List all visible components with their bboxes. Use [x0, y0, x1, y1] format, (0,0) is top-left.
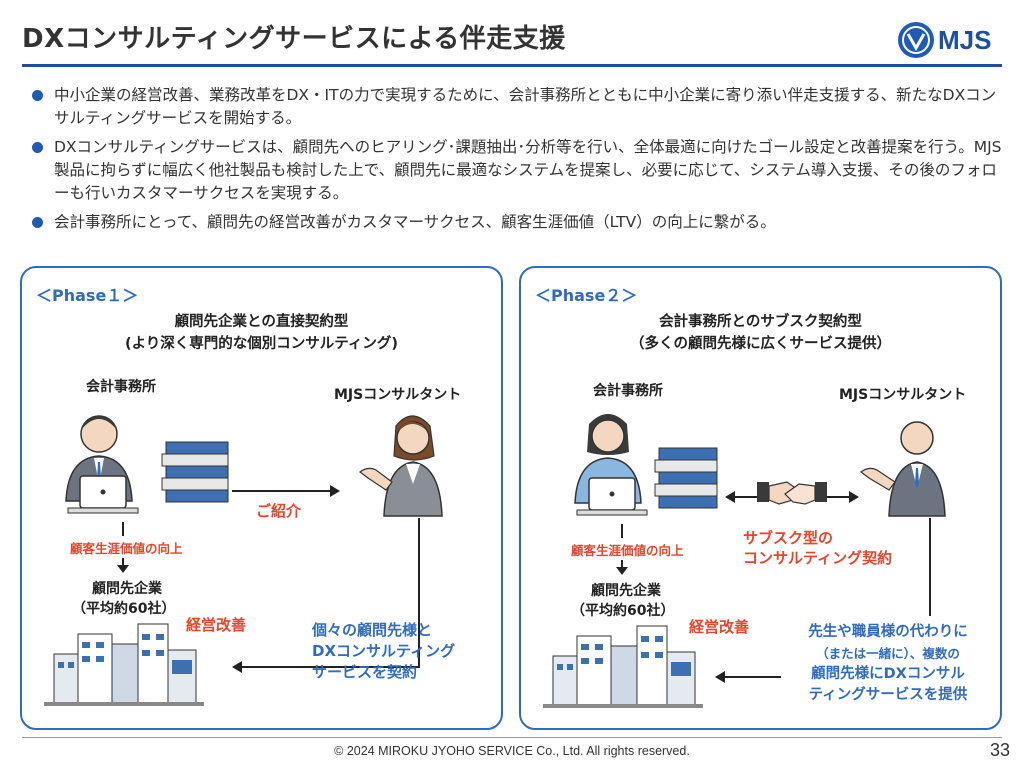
phase2-service-line4: ティングサービスを提供 — [808, 687, 968, 703]
mjs-logo-icon — [898, 22, 934, 58]
bullet-dot-icon — [32, 217, 43, 228]
bullet-text: 中小企業の経営改善、業務改革をDX・ITの力で実現するために、会計事務所とともに… — [54, 86, 997, 127]
client-buildings-icon — [44, 623, 204, 706]
bullet-item: DXコンサルティングサービスは、顧問先へのヒアリング･課題抽出･分析等を行い、全… — [30, 136, 1005, 205]
phase2-subscription-text: サブスク型の コンサルティング契約 — [743, 528, 892, 568]
page-title: DXコンサルティングサービスによる伴走支援 — [22, 24, 566, 54]
down-arrow-icon — [117, 558, 129, 573]
bullet-dot-icon — [32, 90, 43, 101]
phase2-service-arrow — [715, 671, 781, 683]
phase1-panel: ＜Phase１＞ 顧問先企業との直接契約型 (より深く専門的な個別コンサルティン… — [20, 266, 503, 730]
handshake-right-arrow — [827, 491, 859, 503]
phase1-accounting-firm-label: 会計事務所 — [86, 379, 156, 395]
phase2-service-line3: 顧問先様にDXコンサル — [811, 666, 965, 682]
phase2-improvement-text: 経営改善 — [689, 618, 750, 636]
bullet-item: 会計事務所にとって、顧問先の経営改善がカスタマーサクセス、顧客生涯価値（LTV）… — [30, 211, 1005, 234]
phase2-service-text: 先生や職員様の代わりに （または一緒に）、複数の 顧問先様にDXコンサル ティン… — [783, 622, 993, 706]
phase1-client-label: 顧問先企業 — [92, 581, 162, 597]
phase2-label: ＜Phase２＞ — [535, 286, 638, 305]
logo-text: MJS — [938, 24, 992, 55]
phase2-subscription-line1: サブスク型の — [743, 529, 834, 547]
bullet-text: 会計事務所にとって、顧問先の経営改善がカスタマーサクセス、顧客生涯価値（LTV）… — [54, 213, 776, 231]
phase2-client-avg: （平均約60社） — [571, 603, 675, 619]
phase1-intro-text: ご紹介 — [256, 502, 302, 520]
phase1-contract-arrow — [232, 661, 420, 673]
footer-copyright: © 2024 MIROKU JYOHO SERVICE Co., Ltd. Al… — [334, 744, 690, 758]
bullet-text: DXコンサルティングサービスは、顧問先へのヒアリング･課題抽出･分析等を行い、全… — [54, 138, 1002, 202]
phase2-title: 会計事務所とのサブスク契約型 — [659, 314, 862, 330]
phase1-contract-line1: 個々の顧問先様と — [312, 621, 433, 639]
phase2-service-line1: 先生や職員様の代わりに — [808, 624, 968, 640]
phase1-improvement-text: 経営改善 — [186, 616, 247, 634]
phase1-intro-arrow — [232, 485, 340, 497]
footer-divider — [22, 737, 1002, 738]
phase2-panel: ＜Phase２＞ 会計事務所とのサブスク契約型 （多くの顧問先様に広くサービス提… — [519, 266, 1002, 730]
phase2-ltv-text: 顧客生涯価値の向上 — [571, 543, 684, 558]
bullet-dot-icon — [32, 142, 43, 153]
down-arrow-icon — [616, 560, 628, 575]
accountant-at-laptop-icon — [65, 415, 229, 514]
handshake-left-arrow — [725, 491, 757, 503]
phase1-contract-text: 個々の顧問先様と DXコンサルティング サービスを契約 — [312, 620, 455, 683]
phase1-contract-line3: サービスを契約 — [312, 663, 418, 681]
phase1-title: 顧問先企業との直接契約型 — [174, 314, 349, 330]
phase1-consultant-label: MJSコンサルタント — [334, 387, 462, 403]
bullet-item: 中小企業の経営改善、業務改革をDX・ITの力で実現するために、会計事務所とともに… — [30, 84, 1005, 130]
title-underline — [22, 64, 1002, 67]
handshake-icon — [757, 481, 827, 505]
accountant-woman-at-laptop-icon — [574, 414, 718, 516]
client-buildings-icon — [543, 625, 703, 708]
page-number: 33 — [989, 740, 1010, 760]
phase1-contract-line2: DXコンサルティング — [312, 642, 456, 660]
mjs-logo: MJS — [898, 22, 991, 58]
connector-line — [621, 524, 623, 538]
intro-bullets: 中小企業の経営改善、業務改革をDX・ITの力で実現するために、会計事務所とともに… — [30, 84, 1005, 240]
phase2-subtitle: （多くの顧問先様に広くサービス提供） — [630, 336, 891, 352]
phase1-ltv-text: 顧客生涯価値の向上 — [70, 541, 183, 556]
phase1-label: ＜Phase１＞ — [36, 286, 139, 305]
phase2-consultant-label: MJSコンサルタント — [839, 387, 967, 403]
connector-line — [929, 518, 931, 616]
phase1-client-avg: （平均約60社） — [72, 601, 176, 617]
phase2-accounting-firm-label: 会計事務所 — [593, 383, 663, 399]
phase1-subtitle: (より深く専門的な個別コンサルティング) — [124, 336, 399, 352]
phase2-service-line2: （または一緒に）、複数の — [816, 646, 960, 661]
phase2-client-label: 顧問先企業 — [591, 583, 661, 599]
consultant-man-icon — [859, 421, 946, 517]
phase2-subscription-line2: コンサルティング契約 — [743, 549, 893, 567]
consultant-woman-icon — [358, 415, 443, 517]
connector-line — [418, 518, 420, 666]
connector-line — [122, 522, 124, 536]
